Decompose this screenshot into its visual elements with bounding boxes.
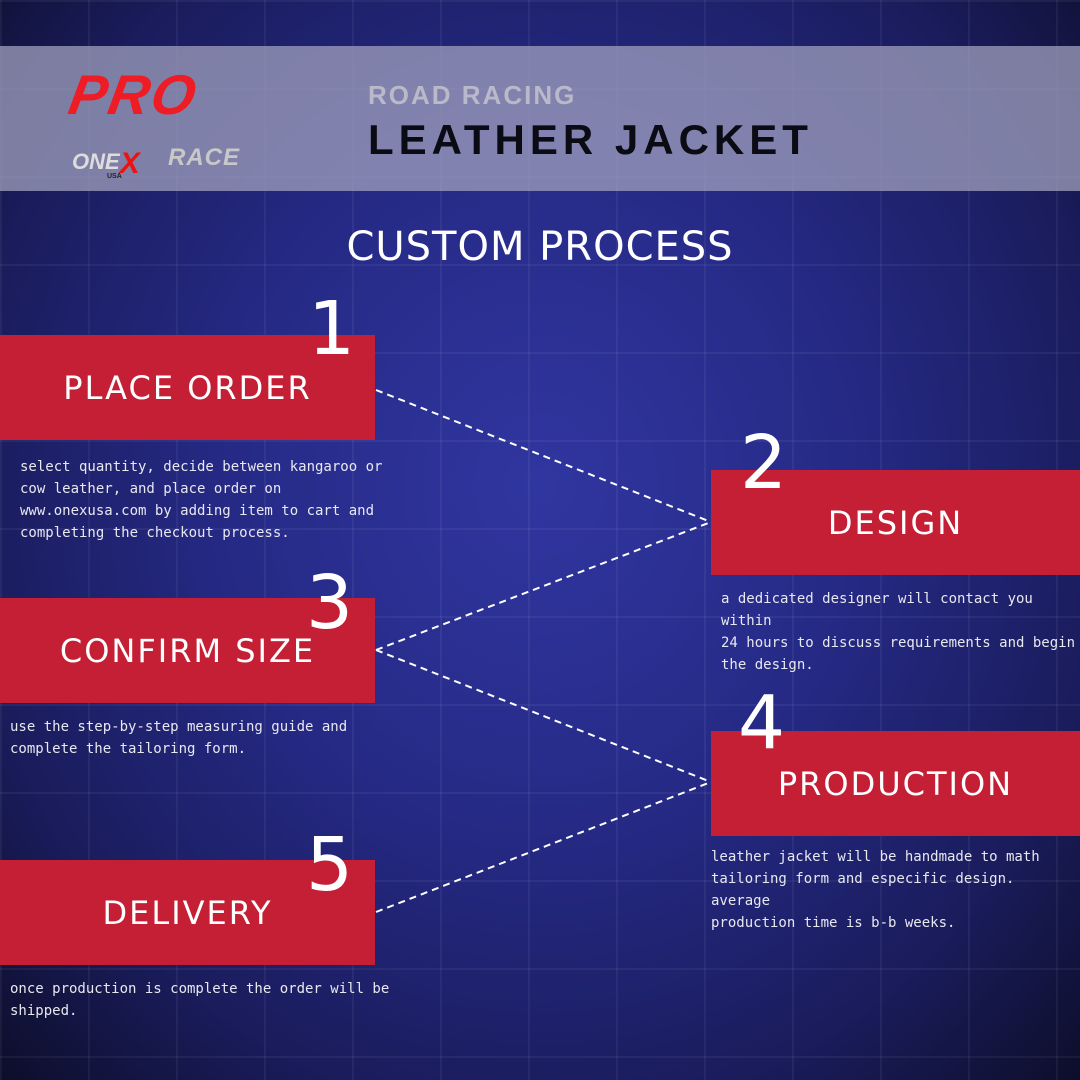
connector-4-5 (375, 781, 712, 913)
connector-3-4 (375, 649, 712, 783)
step-number-2: 2 (740, 420, 788, 506)
step-description-3: use the step-by-step measuring guide and… (10, 719, 348, 757)
onex-logo: ONEX (72, 147, 140, 180)
usa-logo-text: USA (107, 173, 122, 180)
step-design: DESIGN (711, 470, 1080, 575)
step-description-2: a dedicated designer will contact you wi… (721, 591, 1076, 673)
step-production: PRODUCTION (711, 731, 1080, 836)
onex-x-mark: X (119, 147, 140, 180)
connector-1-2 (375, 389, 712, 523)
step-description-4: leather jacket will be handmade to math … (711, 849, 1040, 931)
step-number-3: 3 (306, 560, 354, 646)
section-title: CUSTOM PROCESS (346, 224, 734, 270)
step-description-1: select quantity, decide between kangaroo… (20, 459, 383, 541)
step-description-5: once production is complete the order wi… (10, 981, 390, 1019)
step-number-5: 5 (306, 822, 354, 908)
step-delivery: DELIVERY (0, 860, 375, 965)
connector-2-3 (375, 521, 712, 651)
race-logo-text: RACE (168, 144, 241, 171)
header-title: LEATHER JACKET (368, 116, 813, 163)
step-place-order: PLACE ORDER (0, 335, 375, 440)
step-confirm-size: CONFIRM SIZE (0, 598, 375, 703)
header-subtitle: ROAD RACING (368, 80, 577, 110)
step-number-1: 1 (308, 286, 356, 372)
header-band (0, 46, 1080, 191)
step-number-4: 4 (738, 680, 786, 766)
